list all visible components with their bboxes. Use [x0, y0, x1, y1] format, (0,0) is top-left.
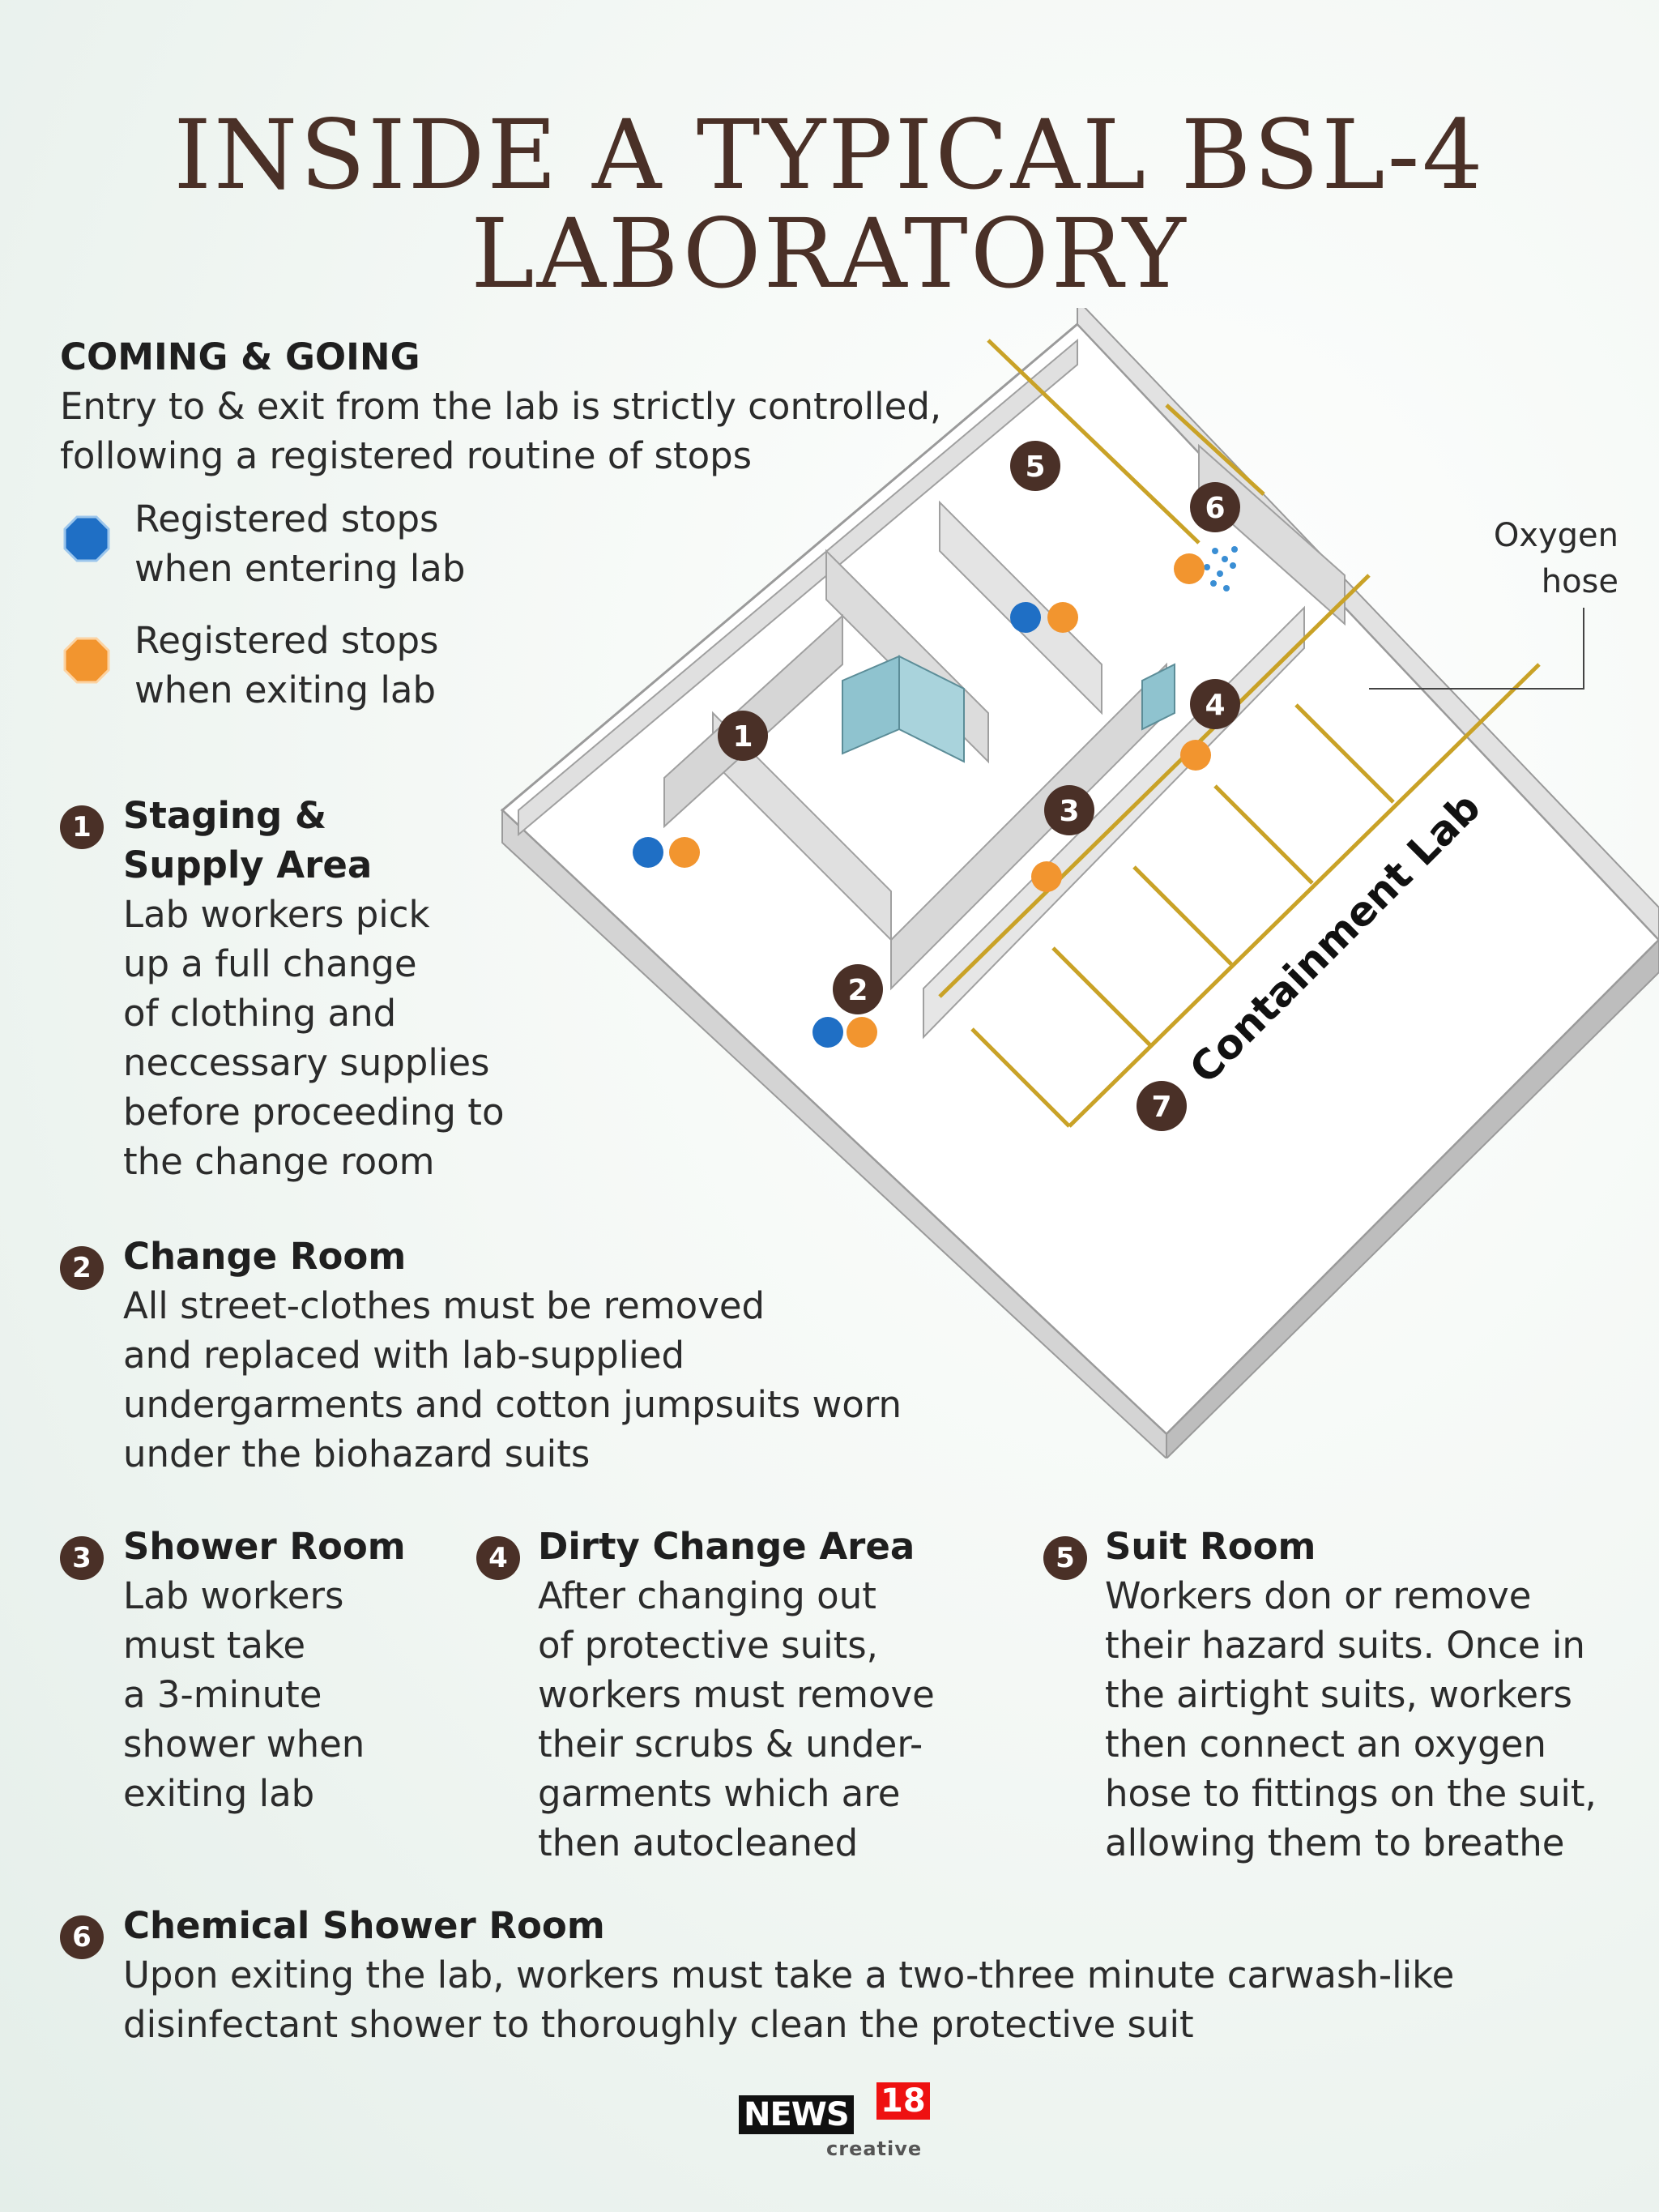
- room-6-marker: 6: [1205, 492, 1225, 525]
- area-6-description: Chemical Shower Room Upon exiting the la…: [123, 1901, 1454, 2049]
- area-3-description: Shower Room Lab workers must take a 3-mi…: [123, 1522, 406, 1818]
- area-2-line: undergarments and cotton jumpsuits worn: [123, 1383, 902, 1426]
- area-4-line: workers must remove: [538, 1673, 935, 1716]
- area-4-description: Dirty Change Area After changing out of …: [538, 1522, 935, 1868]
- room-2-marker: 2: [847, 974, 868, 1007]
- logo-creative: creative: [826, 2137, 923, 2160]
- oxygen-hose-label-line-1: Oxygen: [1494, 517, 1618, 554]
- outer-wall-left: [518, 338, 1078, 837]
- entering-stop-icon: [1010, 602, 1041, 633]
- stop-markers: [633, 553, 1211, 1048]
- area-5-description: Suit Room Workers don or remove their ha…: [1105, 1522, 1597, 1868]
- area-5-title: Suit Room: [1105, 1525, 1316, 1568]
- room-7-marker: 7: [1151, 1091, 1171, 1124]
- area-1-line: neccessary supplies: [123, 1041, 490, 1084]
- page-title: INSIDE A TYPICAL BSL-4 LABORATORY: [0, 105, 1659, 303]
- exiting-stop-icon: [847, 1017, 877, 1048]
- area-5-line: allowing them to breathe: [1105, 1821, 1565, 1864]
- outer-wall-front-left: [501, 808, 1167, 1458]
- area-1-number: 1: [60, 805, 104, 849]
- exiting-stop-icon: [1180, 740, 1211, 771]
- entering-stop-icon: [633, 837, 663, 868]
- area-5-line: then connect an oxygen: [1105, 1723, 1546, 1766]
- coming-going-section: COMING & GOING Entry to & exit from the …: [60, 332, 941, 480]
- area-6-number: 6: [60, 1915, 104, 1959]
- legend-exiting-line-1: Registered stops: [134, 619, 439, 662]
- area-3-line: a 3-minute: [123, 1673, 322, 1716]
- area-6-title: Chemical Shower Room: [123, 1904, 605, 1947]
- area-2-line: All street-clothes must be removed: [123, 1284, 766, 1327]
- area-1-title-line-1: Staging &: [123, 794, 327, 837]
- area-1-title-line-2: Supply Area: [123, 843, 373, 886]
- oxygen-hose-label-line-2: hose: [1542, 563, 1618, 600]
- area-4-number: 4: [476, 1536, 520, 1580]
- area-5-number: 5: [1043, 1536, 1087, 1580]
- area-4-line: then autocleaned: [538, 1821, 859, 1864]
- area-1-line: the change room: [123, 1140, 435, 1183]
- area-3-line: Lab workers: [123, 1574, 344, 1617]
- area-2-description: Change Room All street-clothes must be r…: [123, 1232, 902, 1479]
- area-1-line: up a full change: [123, 942, 417, 985]
- legend-entering-line-2: when entering lab: [134, 547, 466, 590]
- exiting-stop-icon: [1047, 602, 1078, 633]
- logo-18: 18: [876, 2082, 930, 2120]
- area-4-line: garments which are: [538, 1772, 901, 1815]
- title-line-1: INSIDE A TYPICAL BSL-4: [173, 99, 1486, 211]
- area-4-line: their scrubs & under-: [538, 1723, 923, 1766]
- logo-news: NEWS: [739, 2095, 854, 2134]
- area-2-line: under the biohazard suits: [123, 1433, 591, 1475]
- entering-stop-icon: [812, 1017, 843, 1048]
- area-5-line: the airtight suits, workers: [1105, 1673, 1573, 1716]
- coming-going-line-2: following a registered routine of stops: [60, 434, 753, 477]
- area-3-line: exiting lab: [123, 1772, 315, 1815]
- area-4-title: Dirty Change Area: [538, 1525, 915, 1568]
- coming-going-heading: COMING & GOING: [60, 335, 420, 378]
- area-4-line: After changing out: [538, 1574, 876, 1617]
- room-3-marker: 3: [1059, 795, 1079, 828]
- locker-cabinet: [898, 655, 965, 763]
- entering-stop-icon: [63, 515, 110, 562]
- area-1-line: Lab workers pick: [123, 893, 430, 936]
- title-line-2: LABORATORY: [471, 198, 1188, 310]
- area-5-line: Workers don or remove: [1105, 1574, 1532, 1617]
- room-markers: 1 2 3 4 5 6 7: [718, 441, 1240, 1131]
- area-6-line: Upon exiting the lab, workers must take …: [123, 1954, 1455, 1996]
- floor-slab: [500, 322, 1659, 1437]
- area-1-line: before proceeding to: [123, 1091, 505, 1134]
- area-1-line: of clothing and: [123, 992, 397, 1035]
- legend-entering-line-1: Registered stops: [134, 497, 439, 540]
- area-3-line: shower when: [123, 1723, 365, 1766]
- area-2-title: Change Room: [123, 1235, 407, 1278]
- area-3-title: Shower Room: [123, 1525, 406, 1568]
- area-6-line: disinfectant shower to thoroughly clean …: [123, 2003, 1194, 2046]
- coming-going-line-1: Entry to & exit from the lab is strictly…: [60, 385, 942, 428]
- news18-logo: NEWS 18 creative: [739, 2081, 930, 2160]
- legend-entering: Registered stops when entering lab: [134, 494, 465, 593]
- area-1-description: Staging & Supply Area Lab workers pick u…: [123, 791, 504, 1186]
- autoclave-unit: [1141, 663, 1175, 731]
- area-4-line: of protective suits,: [538, 1624, 878, 1667]
- partition-wall: [1198, 443, 1346, 626]
- oxygen-pipes: [938, 339, 1541, 1128]
- area-3-number: 3: [60, 1536, 104, 1580]
- legend-exiting-line-2: when exiting lab: [134, 668, 437, 711]
- exiting-stop-icon: [63, 637, 110, 684]
- exiting-stop-icon: [669, 837, 700, 868]
- exiting-stop-icon: [1174, 553, 1205, 584]
- room-5-marker: 5: [1025, 451, 1045, 484]
- legend-exiting: Registered stops when exiting lab: [134, 616, 438, 715]
- room-1-marker: 1: [732, 720, 753, 754]
- room-4-marker: 4: [1205, 689, 1225, 722]
- area-3-line: must take: [123, 1624, 306, 1667]
- area-5-line: their hazard suits. Once in: [1105, 1624, 1585, 1667]
- shower-spray: [1204, 546, 1238, 591]
- area-5-line: hose to fittings on the suit,: [1105, 1772, 1597, 1815]
- exiting-stop-icon: [1031, 861, 1062, 892]
- oxygen-hose-leader: [1369, 608, 1584, 690]
- outer-wall-front-right: [1166, 938, 1659, 1458]
- lab-floorplan-diagram: 1 2 3 4 5 6 7 Containment Lab Oxygen hos…: [500, 308, 1659, 1458]
- area-2-line: and replaced with lab-supplied: [123, 1334, 685, 1377]
- area-2-number: 2: [60, 1246, 104, 1290]
